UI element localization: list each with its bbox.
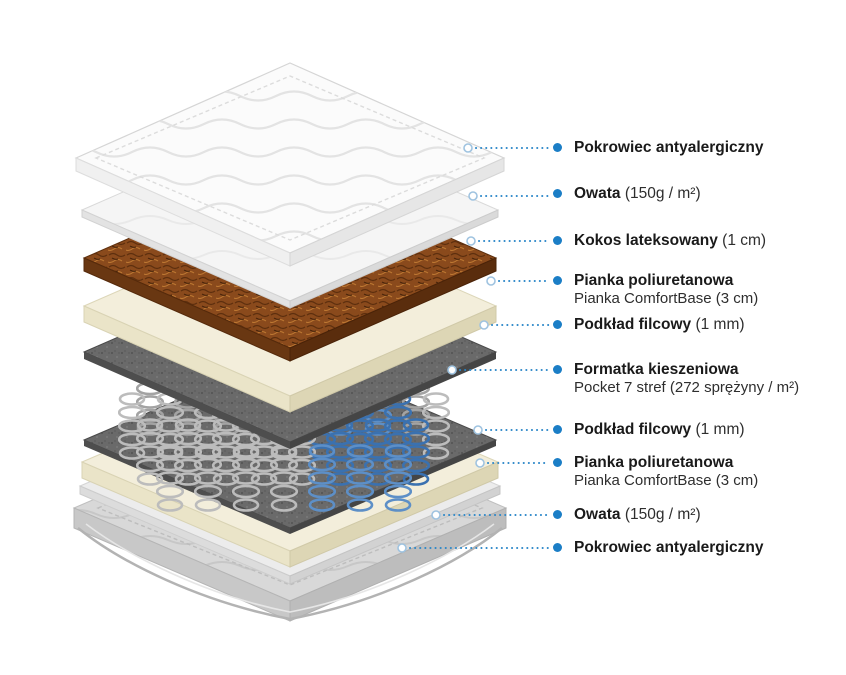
label-felt-top: Podkład filcowy (1 mm): [553, 315, 745, 334]
label-title: Kokos lateksowany (1 cm): [574, 232, 767, 249]
label-title: Podkład filcowy (1 mm): [574, 421, 745, 438]
bullet-icon: [553, 365, 562, 374]
bullet-icon: [553, 143, 562, 152]
label-subtitle: Pianka ComfortBase (3 cm): [574, 290, 759, 307]
label-title: Pianka poliuretanowa: [574, 272, 734, 289]
label-title: Owata (150g / m²): [574, 185, 701, 202]
bullet-icon: [553, 189, 562, 198]
bullet-icon: [553, 236, 562, 245]
label-title: Pokrowiec antyalergiczny: [574, 539, 764, 556]
bullet-icon: [553, 276, 562, 285]
bullet-icon: [553, 543, 562, 552]
label-title: Owata (150g / m²): [574, 506, 701, 523]
label-wadding-bottom: Owata (150g / m²): [553, 505, 701, 524]
label-cover-bottom: Pokrowiec antyalergiczny: [553, 538, 764, 557]
label-subtitle: Pocket 7 stref (272 sprężyny / m²): [574, 379, 800, 396]
bullet-icon: [553, 510, 562, 519]
layer-quilted-cover: [74, 62, 506, 267]
label-wadding-top: Owata (150g / m²): [553, 184, 701, 203]
label-felt-bottom: Podkład filcowy (1 mm): [553, 420, 745, 439]
label-title: Pokrowiec antyalergiczny: [574, 139, 764, 156]
bullet-icon: [553, 320, 562, 329]
leader-lines: [397, 143, 550, 553]
label-title: Pianka poliuretanowa: [574, 454, 734, 471]
label-title: Podkład filcowy (1 mm): [574, 316, 745, 333]
bullet-icon: [553, 458, 562, 467]
label-coconut: Kokos lateksowany (1 cm): [553, 231, 766, 250]
label-title: Formatka kieszeniowa: [574, 361, 739, 378]
label-cover-top: Pokrowiec antyalergiczny: [553, 138, 764, 157]
bullet-icon: [553, 425, 562, 434]
label-subtitle: Pianka ComfortBase (3 cm): [574, 472, 759, 489]
